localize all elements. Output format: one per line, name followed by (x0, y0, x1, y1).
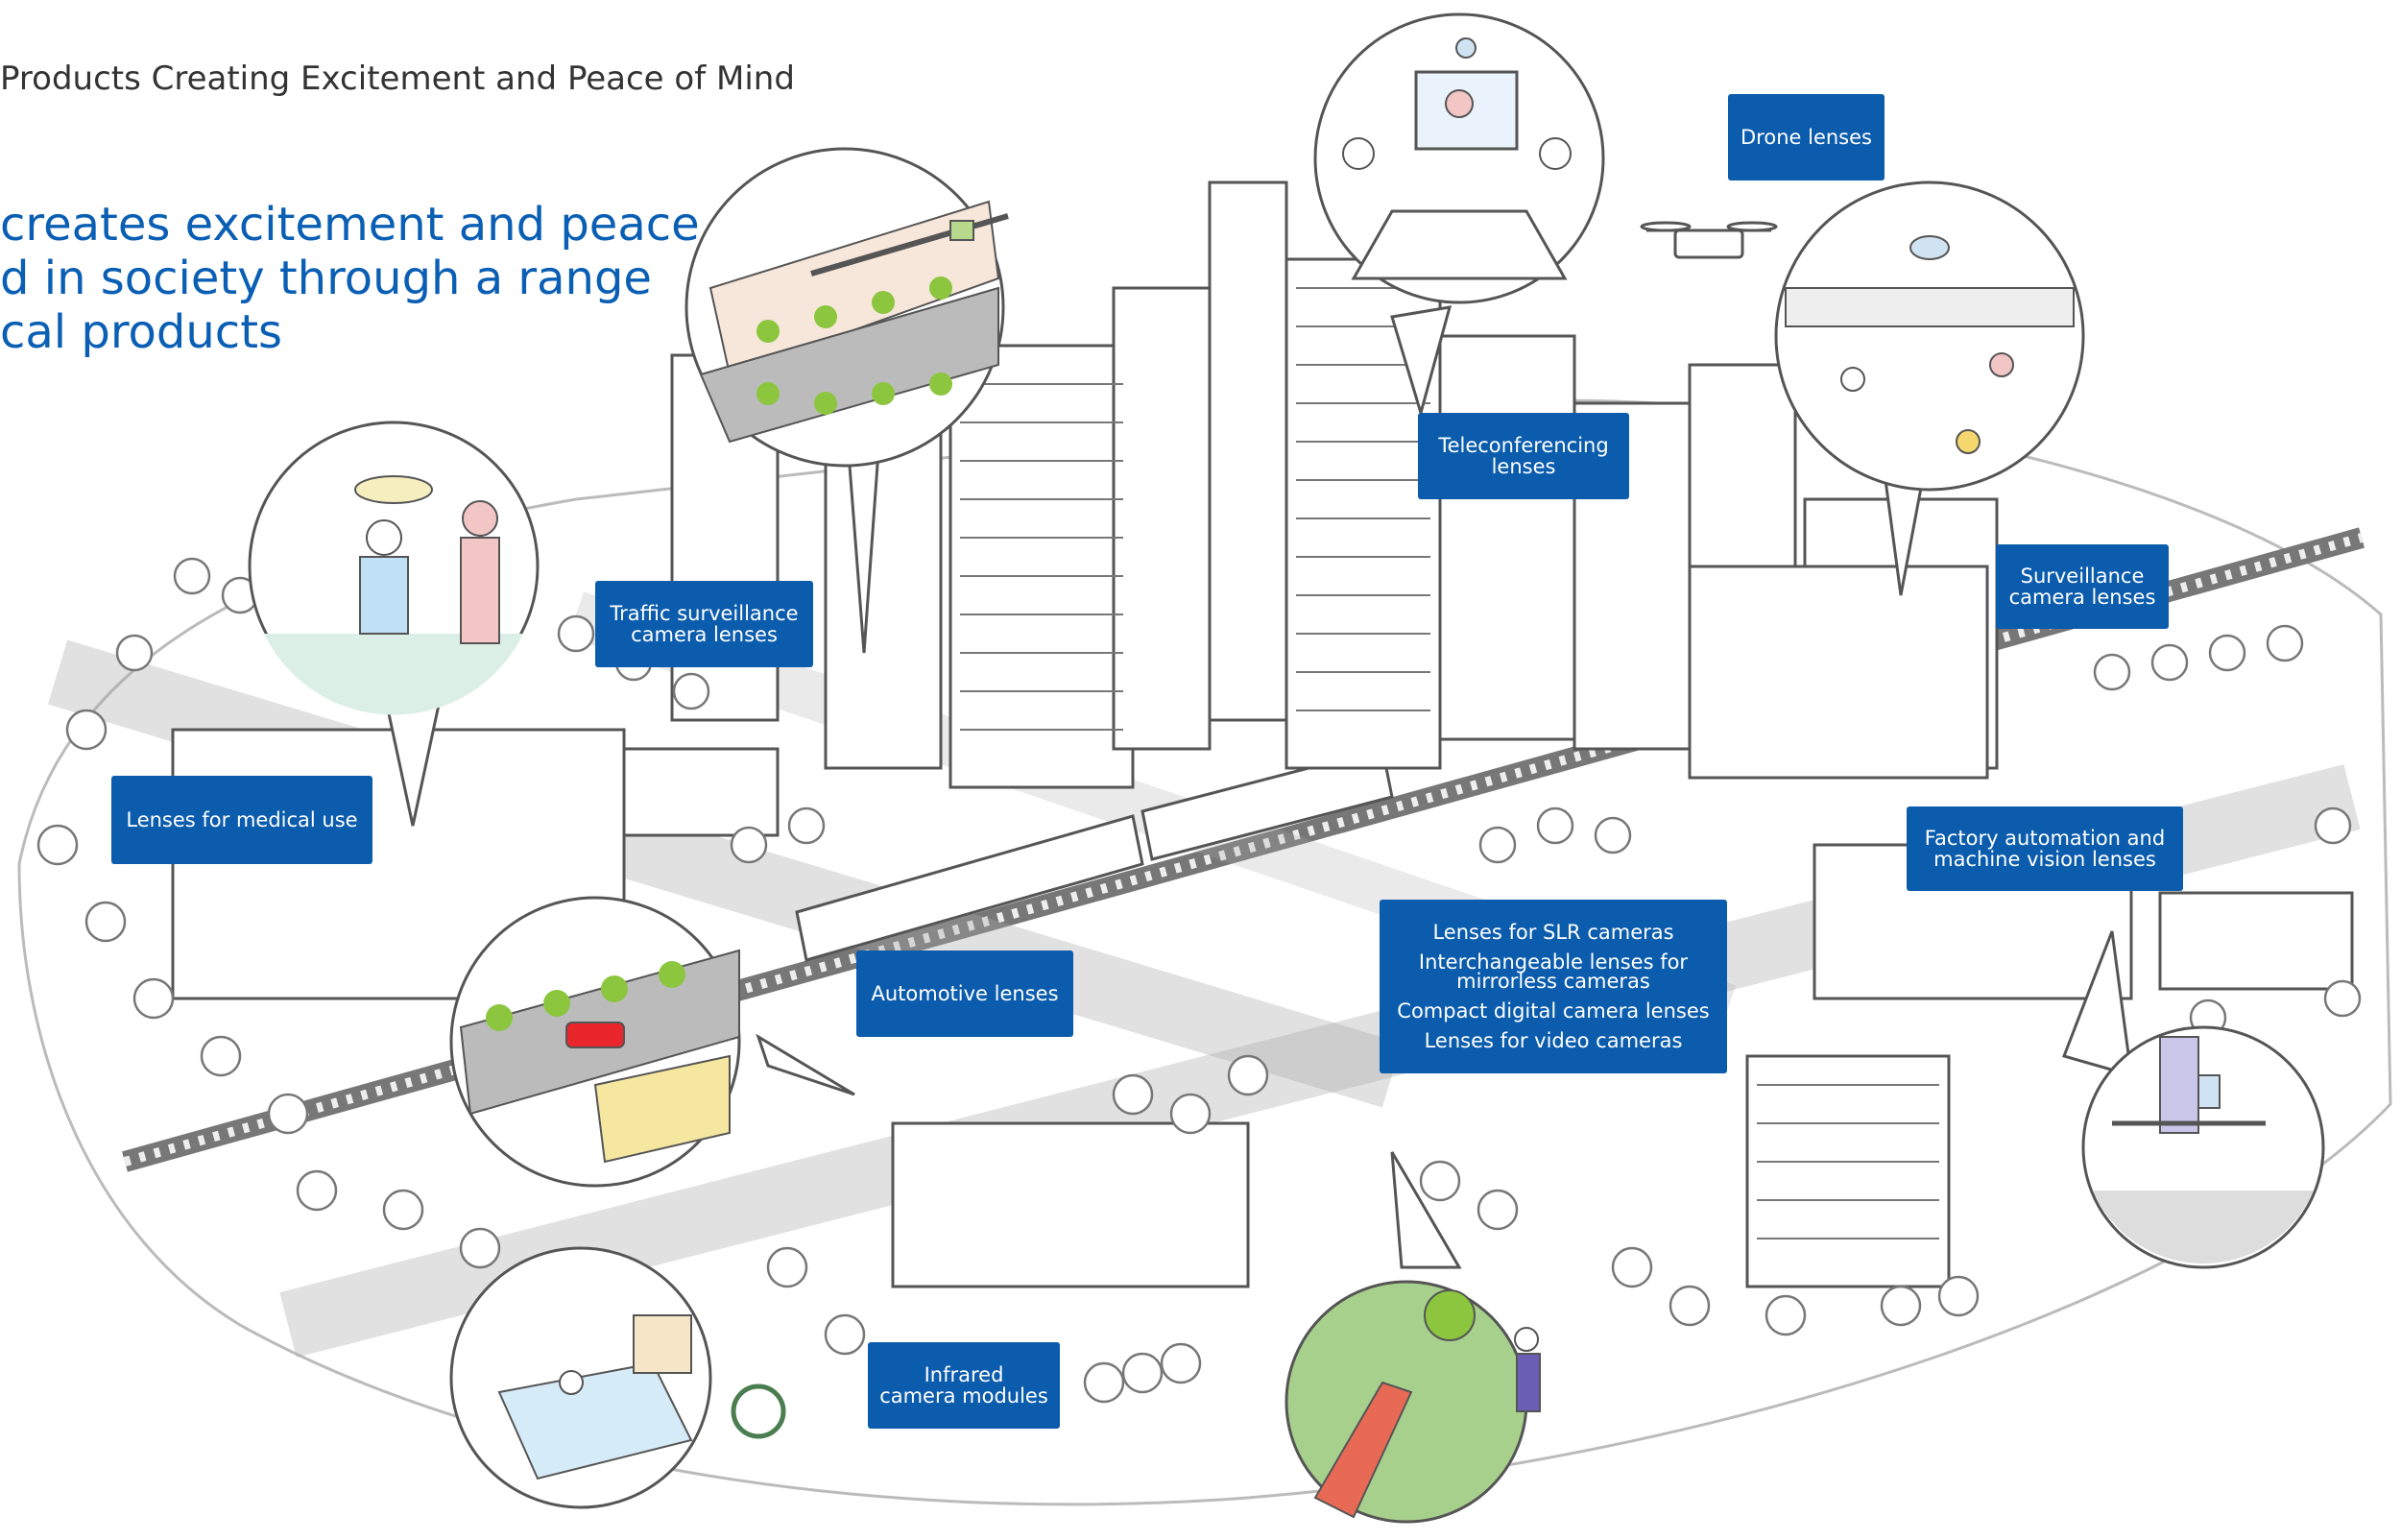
factory-automation-lenses-label[interactable]: Factory automation and machine vision le… (1907, 806, 2183, 891)
drone-lenses-label[interactable]: Drone lenses (1728, 94, 1885, 180)
lead-line: cal products (0, 305, 283, 359)
pointer-tail (756, 1033, 855, 1096)
lead-line: creates excitement and peace (0, 198, 700, 252)
train (795, 747, 1394, 962)
medical-lenses-label[interactable]: Lenses for medical use (111, 776, 372, 864)
pointer-tail (1390, 305, 1453, 419)
vignette-factory (2081, 1025, 2325, 1269)
camera-lenses-label[interactable]: Lenses for SLR cameras Interchangeable l… (1380, 900, 1727, 1073)
traffic-surveillance-lenses-label[interactable]: Traffic surveillance camera lenses (595, 581, 813, 667)
pointer-tail (2062, 930, 2133, 1078)
vignette-teleconference (1313, 12, 1605, 304)
vignette-traffic (684, 147, 1009, 468)
infrared-camera-modules-label[interactable]: Infrared camera modules (868, 1342, 1060, 1429)
vignette-infrared (449, 1246, 786, 1509)
lead-line: d in society through a range (0, 252, 652, 305)
automotive-lenses-label[interactable]: Automotive lenses (856, 950, 1073, 1037)
vignette-automotive (449, 896, 741, 1188)
vignette-park (1285, 1280, 1541, 1524)
drone (1640, 221, 1778, 259)
surveillance-camera-lenses-label[interactable]: Surveillance camera lenses (1996, 544, 2169, 629)
page-title: Products Creating Excitement and Peace o… (0, 60, 795, 98)
pointer-tail (1390, 1151, 1462, 1269)
vignette-medical (248, 421, 540, 715)
vignette-station (1774, 180, 2085, 492)
trees (36, 557, 2362, 1404)
lead-text: creates excitement and peace d in societ… (0, 198, 700, 359)
teleconferencing-lenses-label[interactable]: Teleconferencing lenses (1418, 413, 1629, 499)
